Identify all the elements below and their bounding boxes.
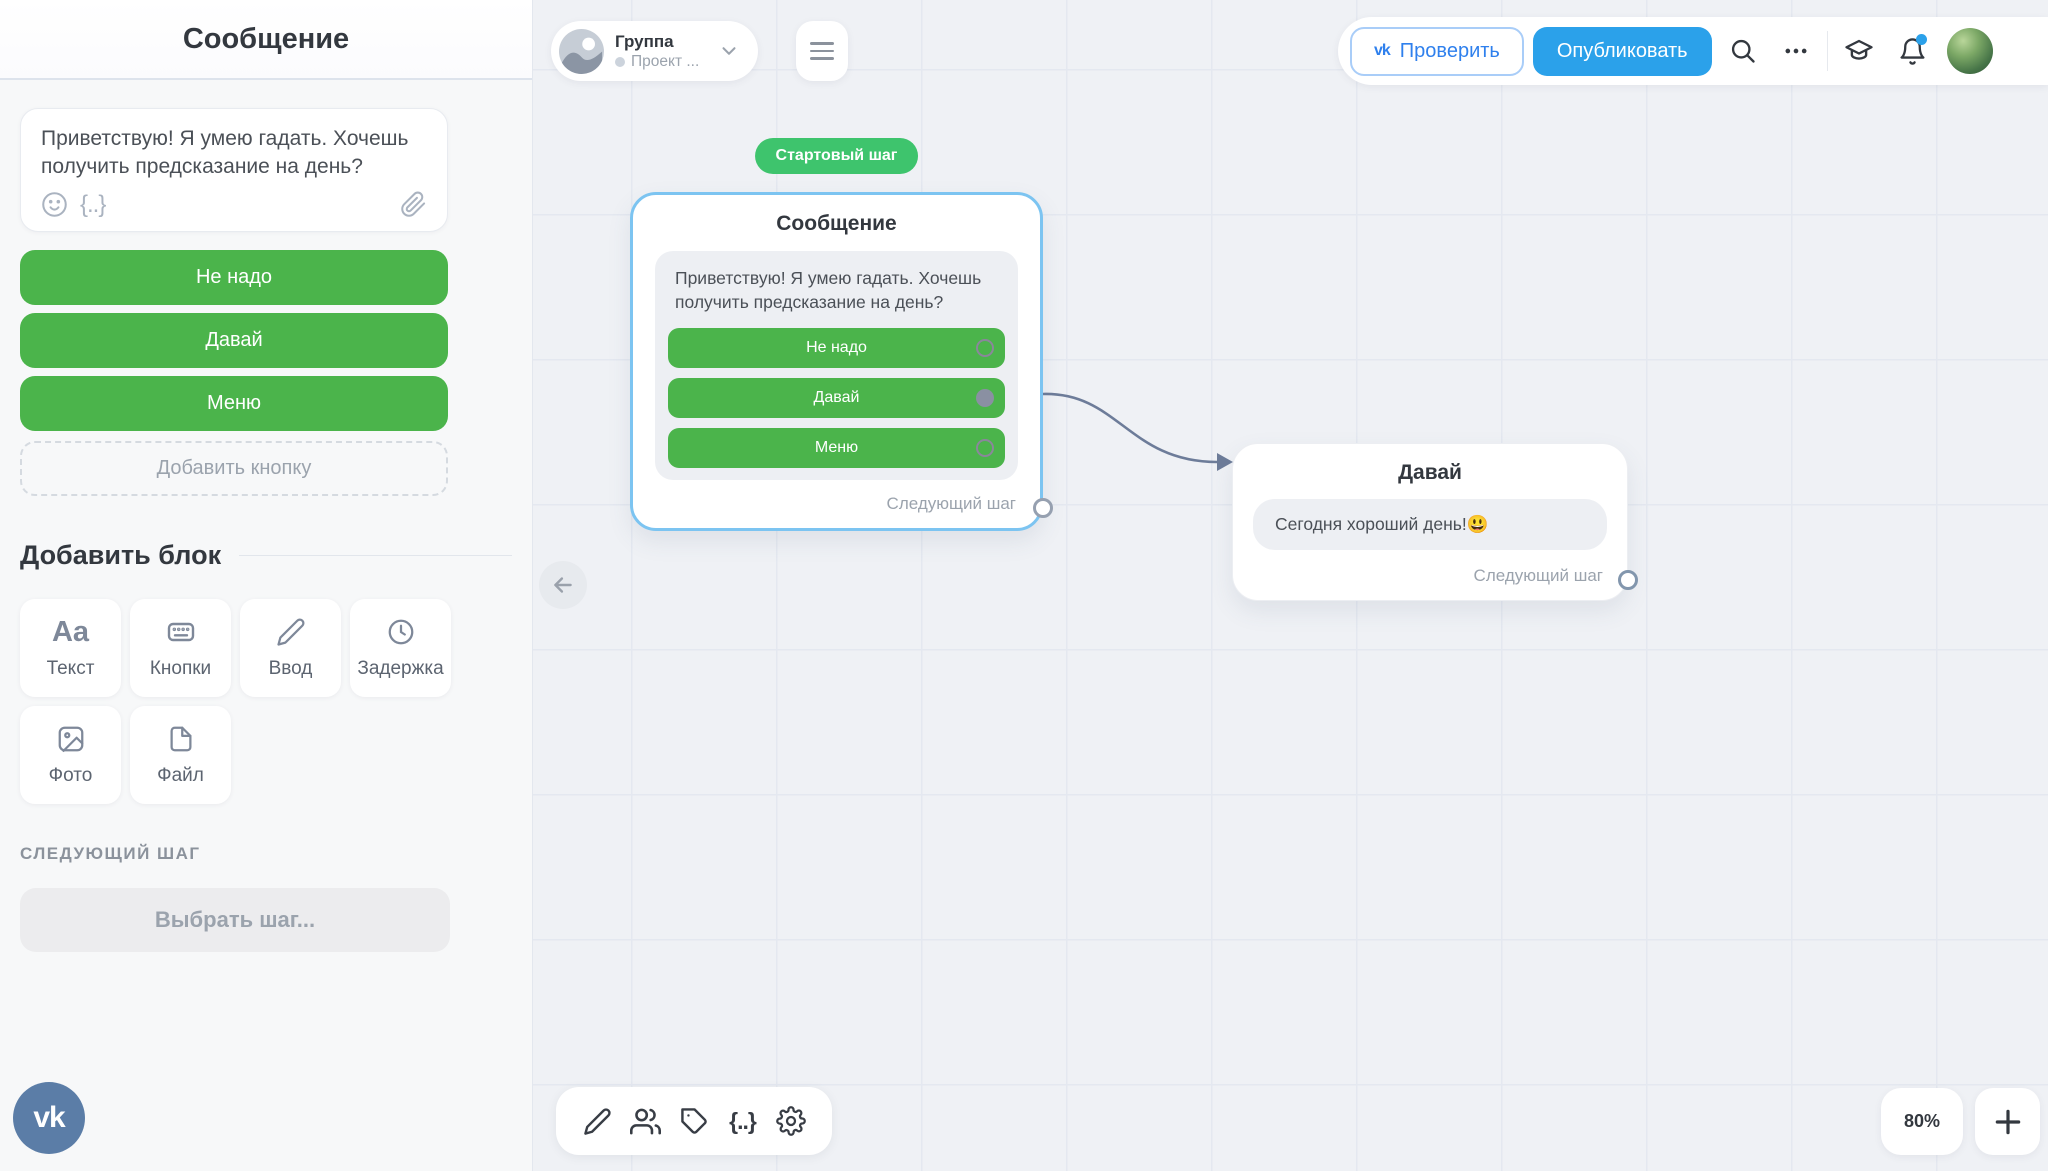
add-block-title: Добавить блок: [20, 539, 222, 570]
publish-button[interactable]: Опубликовать: [1532, 26, 1712, 76]
next-step-footer-label: Следующий шаг: [1473, 566, 1603, 585]
node-message-text: Сегодня хороший день!😃: [1253, 499, 1607, 550]
check-bot-button[interactable]: vk Проверить: [1350, 26, 1524, 76]
text-icon: Aa: [51, 615, 90, 648]
node-title: Давай: [1398, 461, 1462, 484]
message-editor-text[interactable]: Приветствую! Я умею гадать. Хочешь получ…: [41, 127, 409, 178]
project-name: Проект ...: [631, 52, 700, 70]
flow-canvas[interactable]: Стартовый шаг Сообщение Приветствую! Я у…: [533, 0, 2048, 1171]
block-tiles: Aa Текст Кнопки: [20, 598, 470, 804]
search-icon[interactable]: [1721, 27, 1765, 76]
block-tile-delay[interactable]: Задержка: [350, 598, 451, 697]
step-settings-sidebar: Сообщение Приветствую! Я умею гадать. Хо…: [0, 0, 533, 1171]
notifications-icon[interactable]: [1890, 27, 1934, 76]
settings-icon[interactable]: [774, 1104, 808, 1138]
variables-icon[interactable]: {..}: [729, 1107, 757, 1134]
arrow-left-icon: [554, 577, 572, 593]
sidebar-header: Сообщение: [0, 0, 532, 80]
node-reply-button[interactable]: Давай: [668, 378, 1005, 419]
more-options-icon[interactable]: [1774, 27, 1818, 76]
divider: [239, 554, 512, 556]
back-button[interactable]: [539, 561, 587, 609]
notification-badge-dot: [1916, 33, 1928, 45]
button-connector-port[interactable]: [976, 389, 994, 408]
next-step-select[interactable]: Выбрать шаг...: [20, 887, 450, 952]
next-step-section-label: СЛЕДУЮЩИЙ ШАГ: [20, 843, 201, 863]
button-connector-port[interactable]: [976, 439, 994, 458]
hamburger-icon: [810, 42, 834, 45]
user-avatar[interactable]: [1947, 28, 1994, 74]
tags-icon[interactable]: [677, 1104, 711, 1138]
chevron-down-icon: [718, 40, 740, 62]
sidebar-content: Приветствую! Я умею гадать. Хочешь получ…: [0, 80, 532, 952]
node-reply-button[interactable]: Не надо: [668, 328, 1005, 369]
node-reply-button[interactable]: Меню: [668, 428, 1005, 469]
file-icon: [166, 722, 196, 756]
edit-icon[interactable]: [580, 1104, 614, 1138]
block-tile-file[interactable]: Файл: [130, 705, 231, 804]
reply-button[interactable]: Меню: [20, 375, 448, 431]
node-message-text: Приветствую! Я умею гадать. Хочешь получ…: [675, 268, 982, 312]
menu-button[interactable]: [796, 21, 848, 81]
group-name: Группа: [615, 32, 674, 52]
emoji-icon[interactable]: [41, 191, 68, 218]
reply-button[interactable]: Давай: [20, 312, 448, 368]
add-block-section-header: Добавить блок: [20, 540, 512, 571]
pencil-icon: [276, 615, 306, 649]
vk-logo[interactable]: vk: [13, 1082, 85, 1154]
message-editor[interactable]: Приветствую! Я умею гадать. Хочешь получ…: [20, 108, 448, 232]
button-connector-port[interactable]: [976, 339, 994, 358]
next-step-port[interactable]: [1033, 498, 1053, 518]
group-selector[interactable]: Группа Проект ...: [551, 21, 759, 81]
start-step-badge[interactable]: Стартовый шаг: [754, 138, 919, 174]
variables-icon[interactable]: {..}: [80, 190, 106, 218]
project-status-dot: [615, 56, 625, 67]
keyboard-icon: [165, 615, 197, 649]
reply-button[interactable]: Не надо: [20, 249, 448, 305]
subscribers-icon[interactable]: [629, 1104, 663, 1138]
sidebar-title: Сообщение: [182, 22, 350, 55]
add-button-button[interactable]: Добавить кнопку: [20, 440, 448, 496]
vk-icon: vk: [1374, 42, 1391, 59]
next-step-footer-label: Следующий шаг: [886, 494, 1016, 513]
step-node-davai[interactable]: Давай Сегодня хороший день!😃 Следующий ш…: [1232, 443, 1638, 601]
block-tile-input[interactable]: Ввод: [240, 598, 341, 697]
node-title: Сообщение: [776, 212, 897, 235]
step-node-message[interactable]: Стартовый шаг Сообщение Приветствую! Я у…: [630, 138, 1053, 531]
photo-icon: [56, 722, 86, 756]
add-step-button[interactable]: [1975, 1088, 2040, 1155]
canvas-toolbar: {..}: [556, 1087, 832, 1155]
divider: [1826, 31, 1829, 71]
attach-icon[interactable]: [400, 191, 427, 218]
plus-icon: [1995, 1109, 2020, 1134]
node-message-panel: Приветствую! Я умею гадать. Хочешь получ…: [655, 251, 1018, 480]
group-avatar: [559, 28, 604, 74]
top-action-bar: vk Проверить Опубликовать: [1338, 17, 2048, 85]
next-step-port[interactable]: [1618, 570, 1638, 590]
block-tile-buttons[interactable]: Кнопки: [130, 598, 231, 697]
zoom-level-badge[interactable]: 80%: [1881, 1088, 1963, 1155]
block-tile-photo[interactable]: Фото: [20, 705, 121, 804]
education-icon[interactable]: [1837, 27, 1881, 76]
block-tile-text[interactable]: Aa Текст: [20, 598, 121, 697]
clock-icon: [386, 615, 416, 649]
